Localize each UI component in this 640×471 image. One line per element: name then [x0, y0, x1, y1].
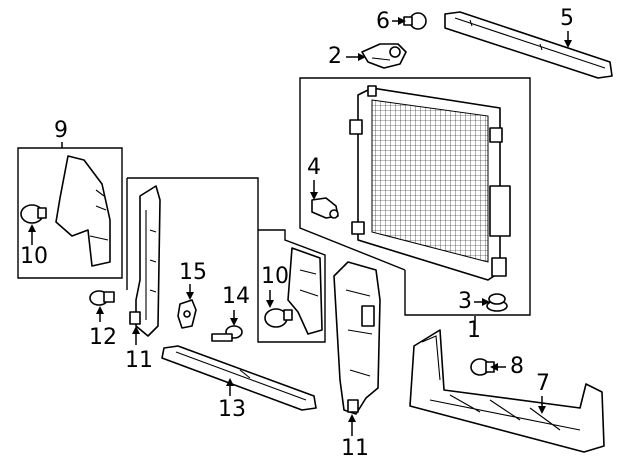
- callout-4: 4: [307, 155, 321, 180]
- leader-lines: [28, 17, 572, 436]
- callout-9: 9: [54, 118, 68, 143]
- callout-5: 5: [560, 6, 574, 31]
- callout-10-left: 10: [20, 244, 48, 269]
- grommet-part-3: [486, 293, 508, 312]
- radiator-part-1: [349, 85, 511, 281]
- callout-15: 15: [179, 260, 207, 285]
- radiator-group-box: [299, 77, 531, 316]
- bolt-part-14: [211, 325, 243, 342]
- lower-shield-part-7: [409, 329, 605, 453]
- push-pin-part-6: [403, 12, 427, 30]
- callout-13: 13: [218, 397, 246, 422]
- nut-part-15: [177, 299, 197, 329]
- callout-8: 8: [510, 354, 524, 379]
- bracket-part-2: [361, 43, 407, 69]
- part-11-group-box: [127, 177, 326, 343]
- callout-6: 6: [376, 9, 390, 34]
- callout-11-left: 11: [125, 348, 153, 373]
- callout-10-middle: 10: [261, 264, 289, 289]
- callout-7: 7: [536, 371, 550, 396]
- side-bracket-part-11-left: [129, 185, 161, 337]
- air-deflector-part-9: [55, 155, 111, 267]
- upper-baffle-part-5: [444, 11, 613, 79]
- callout-12: 12: [89, 325, 117, 350]
- callout-2: 2: [328, 44, 342, 69]
- clip-part-10-left: [20, 204, 47, 224]
- part-9-group-box: [17, 147, 123, 279]
- callout-11-right: 11: [341, 436, 369, 461]
- lower-deflector-part-13: [161, 345, 317, 411]
- callout-1: 1: [467, 318, 481, 343]
- callout-14: 14: [222, 284, 250, 309]
- clip-part-10-middle: [264, 247, 323, 335]
- callout-3: 3: [458, 289, 472, 314]
- drain-valve-part-4: [311, 197, 339, 219]
- side-bracket-part-11-right: [333, 261, 381, 415]
- push-pin-part-12: [89, 290, 115, 306]
